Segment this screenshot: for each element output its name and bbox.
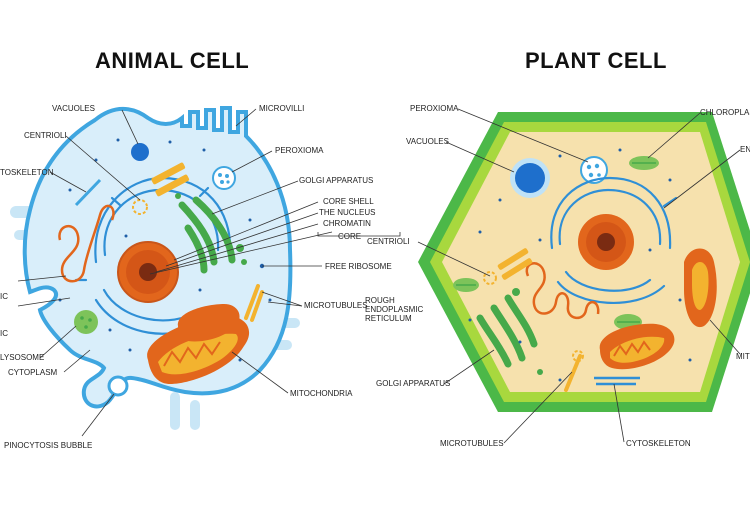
label-rough-er-2: ENDOPLASMIC	[365, 305, 424, 314]
label-microvilli: MICROVILLI	[259, 104, 305, 113]
label-mitochondria: MITOCHONDRIA	[290, 389, 353, 398]
animal-cytoskeleton	[74, 178, 102, 207]
label-vacuoles-plant: VACUOLES	[406, 137, 449, 146]
label-ic-2: IC	[0, 329, 8, 338]
animal-golgi	[178, 196, 236, 274]
animal-mitochondria-2	[177, 304, 240, 342]
animal-cell-title: ANIMAL CELL	[95, 48, 250, 73]
label-cytoskeleton-plant: CYTOSKELETON	[626, 439, 691, 448]
label-microtubules-plant: MICROTUBULES	[440, 439, 504, 448]
label-microtubules-animal: MICROTUBULES	[304, 301, 368, 310]
label-pinocytosis-bubble: PINOCYTOSIS BUBBLE	[4, 441, 93, 450]
animal-pinocytosis-bubble	[107, 375, 129, 397]
label-golgi-animal: GOLGI APPARATUS	[299, 176, 374, 185]
label-rough-er-3: RETICULUM	[365, 314, 412, 323]
plant-mitochondria	[599, 248, 717, 370]
label-core-shell: CORE SHELL	[323, 197, 374, 206]
label-peroxioma-plant: PEROXIOMA	[410, 104, 459, 113]
label-rough-er-1: ROUGH	[365, 296, 395, 305]
animal-free-ribosomes	[58, 138, 272, 362]
label-the-nucleus: THE NUCLEUS	[319, 208, 376, 217]
animal-rough-er	[58, 204, 115, 283]
plant-peroxioma	[580, 156, 608, 184]
animal-vacuole	[131, 143, 149, 161]
animal-core-bracket	[317, 232, 401, 237]
label-en: EN	[740, 145, 750, 154]
plant-nucleolus	[597, 233, 615, 251]
label-vacuoles: VACUOLES	[52, 104, 95, 113]
label-lysosome: LYSOSOME	[0, 353, 45, 362]
plant-golgi	[476, 294, 538, 368]
label-golgi-plant: GOLGI APPARATUS	[376, 379, 451, 388]
label-cytoplasm: CYTOPLASM	[8, 368, 58, 377]
label-free-ribosome: FREE RIBOSOME	[325, 262, 392, 271]
label-core: CORE	[338, 232, 362, 241]
label-mit: MIT	[736, 352, 750, 361]
plant-rough-er	[525, 262, 600, 319]
plant-endoplasmic-reticulum	[550, 176, 678, 304]
plant-chloroplasts	[453, 156, 659, 330]
plant-free-ribosomes	[468, 148, 692, 382]
animal-microtubules	[244, 284, 264, 322]
label-ic-1: IC	[0, 292, 8, 301]
animal-lysosome	[74, 310, 98, 334]
plant-cell	[417, 108, 750, 444]
label-centrioli-plant: CENTRIOLI	[367, 237, 410, 246]
label-chloroplast: CHLOROPLAST	[700, 108, 750, 117]
animal-leader-lines	[17, 108, 333, 437]
animal-nucleolus	[139, 263, 157, 281]
animal-cell	[10, 106, 401, 437]
plant-leader-lines	[417, 108, 741, 444]
plant-cytoskeleton	[594, 376, 640, 386]
animal-peroxioma	[212, 166, 236, 190]
plant-cell-title: PLANT CELL	[525, 48, 667, 73]
label-peroxioma-animal: PEROXIOMA	[275, 146, 324, 155]
label-cytoskeleton: TOSKELETON	[0, 168, 54, 177]
plant-centriole	[483, 248, 533, 285]
label-centrioli: CENTRIOLI	[24, 131, 67, 140]
label-chromatin: CHROMATIN	[323, 219, 371, 228]
